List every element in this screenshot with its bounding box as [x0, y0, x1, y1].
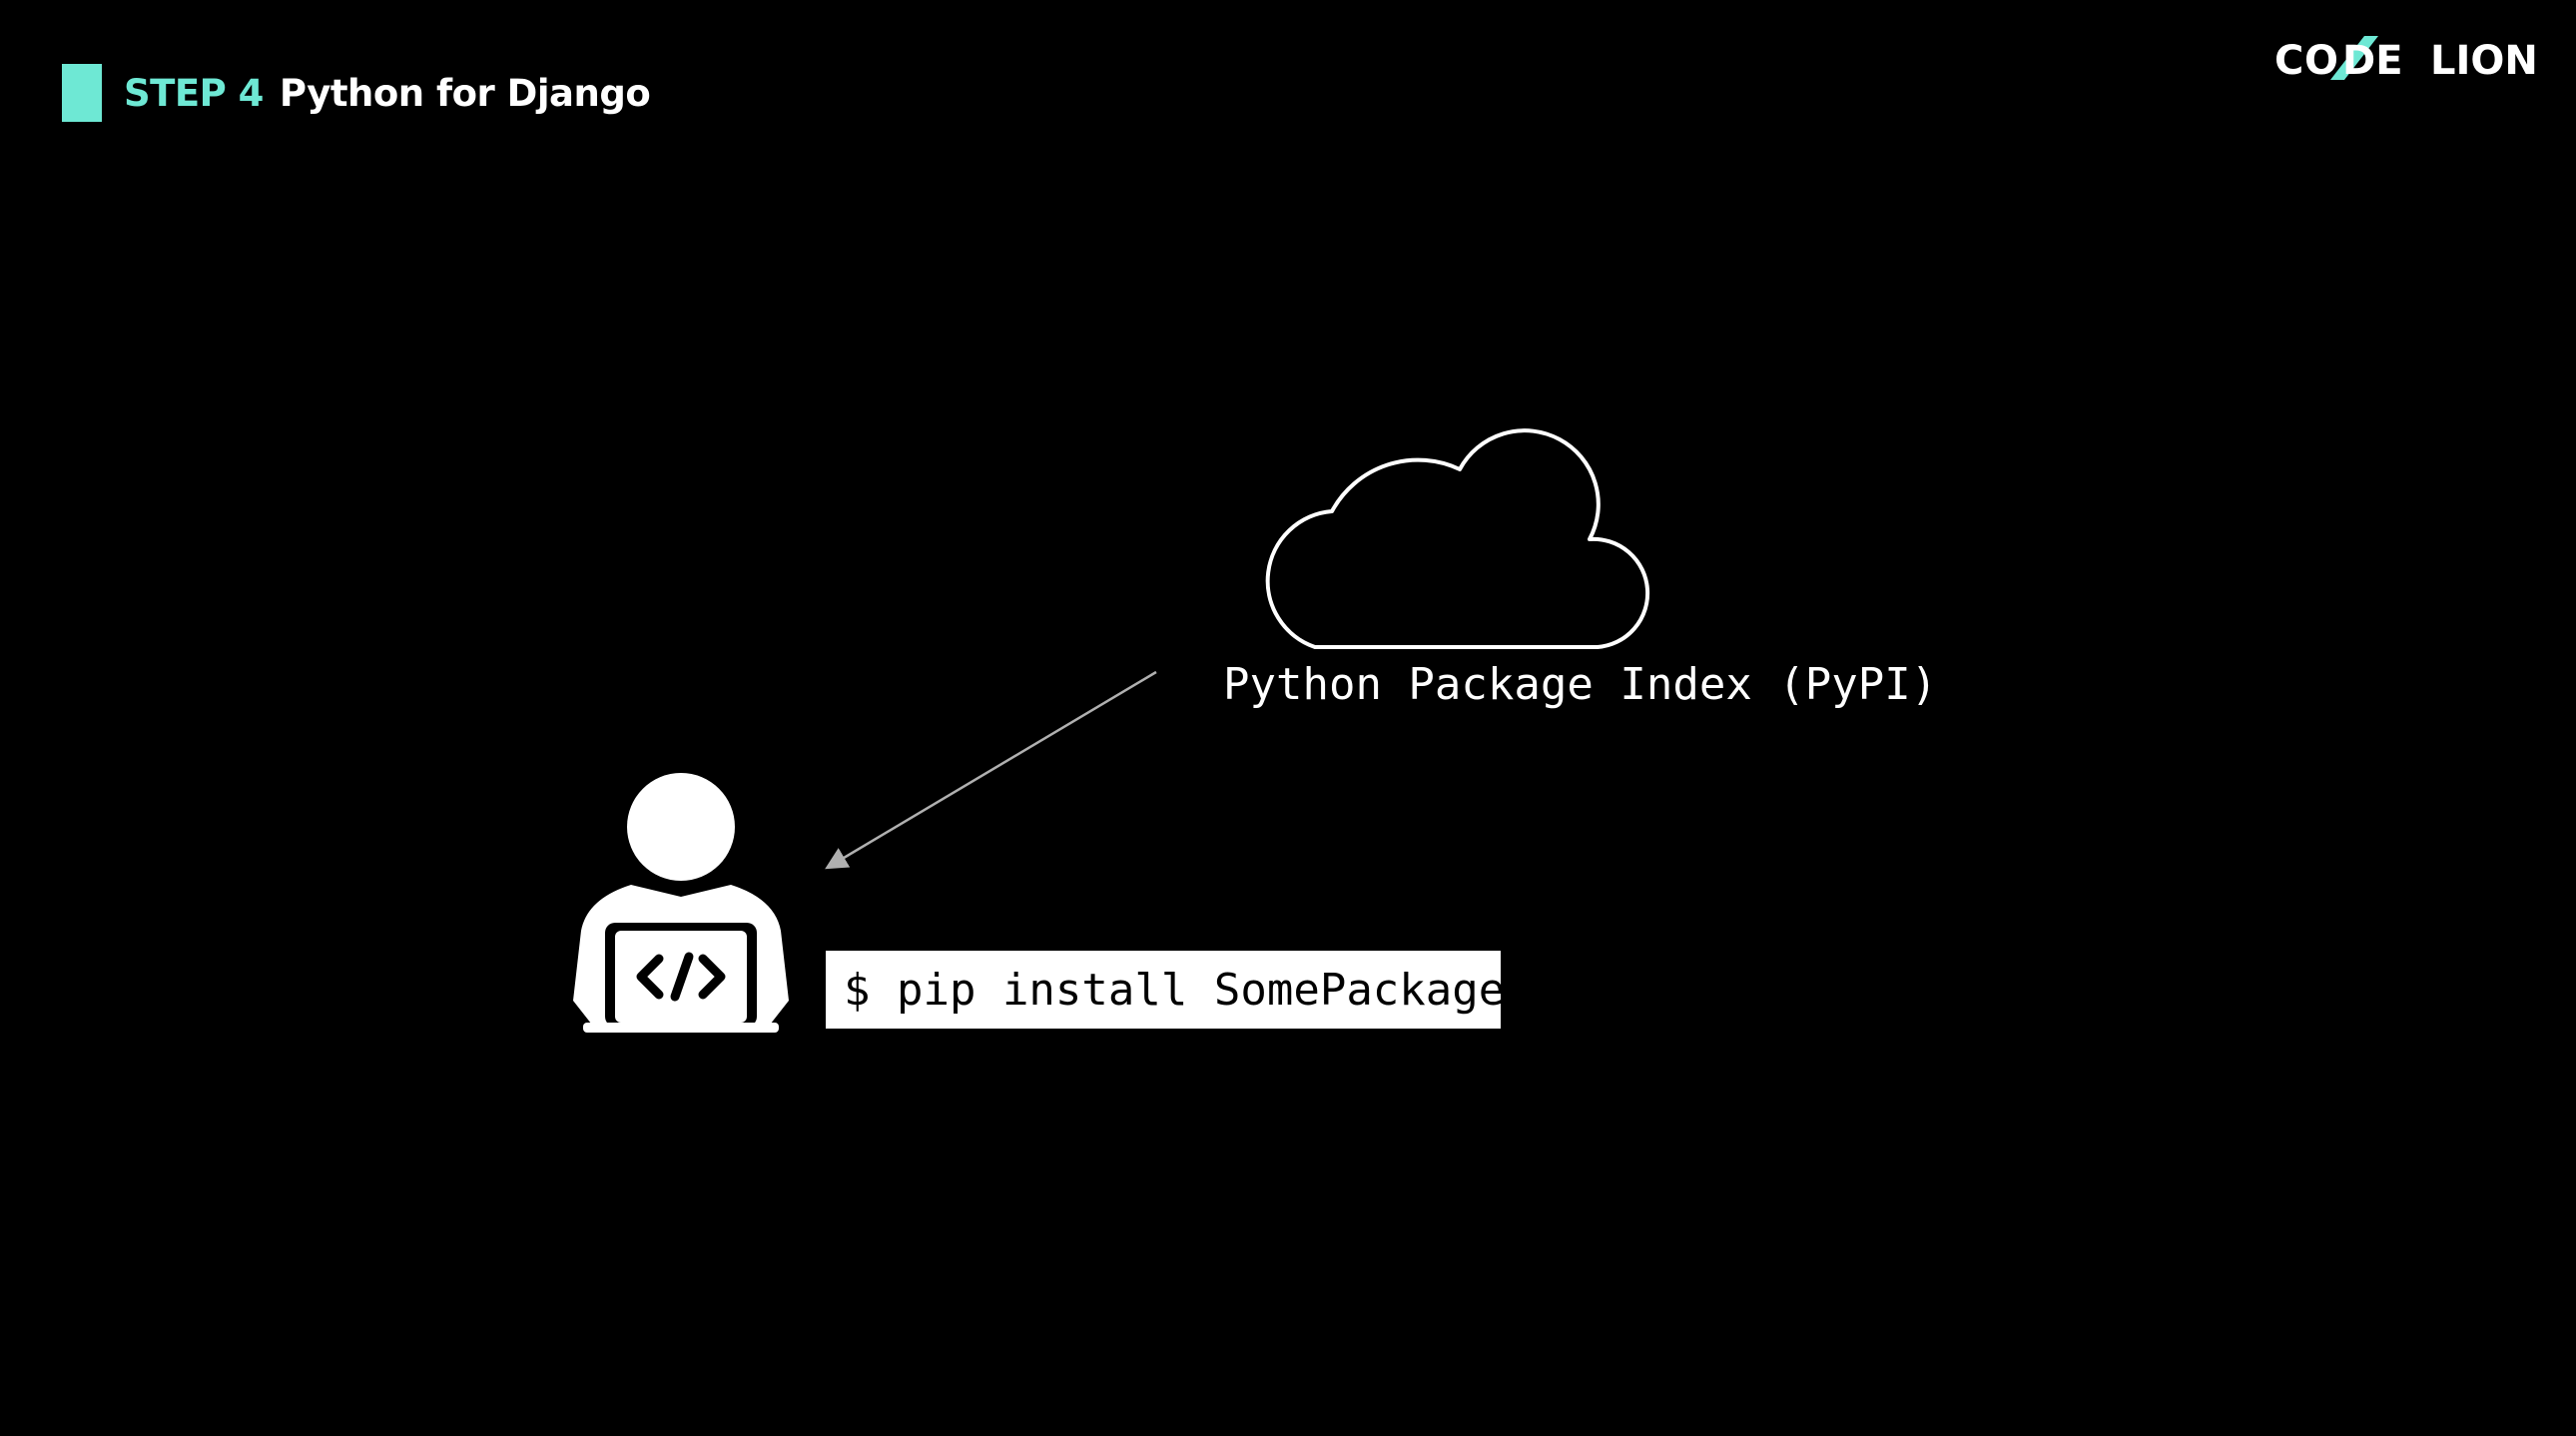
slide-title: Python for Django	[279, 71, 651, 115]
logo-text-de: DE	[2342, 38, 2403, 84]
pip-command-text: $ pip install SomePackage	[844, 964, 1506, 1016]
pypi-label: Python Package Index (PyPI)	[1223, 659, 1938, 710]
header-accent-bar	[62, 64, 102, 122]
code-brackets-icon	[636, 952, 726, 1002]
code-lion-logo: C O DE LION	[2274, 36, 2538, 84]
cloud-icon	[1265, 428, 1650, 649]
developer-head	[627, 773, 735, 881]
pip-command-box: $ pip install SomePackage	[826, 951, 1505, 1029]
developer-laptop-icon	[573, 773, 789, 1033]
laptop-base	[583, 1023, 779, 1033]
download-arrow	[825, 670, 1157, 870]
logo-text-o: O	[2304, 38, 2338, 84]
logo-text-c: C	[2274, 38, 2303, 84]
slide-header: STEP 4 Python for Django	[62, 64, 651, 122]
step-label: STEP 4	[124, 71, 264, 115]
logo-text-lion: LION	[2430, 38, 2538, 84]
logo-slash-mark	[2330, 36, 2378, 80]
